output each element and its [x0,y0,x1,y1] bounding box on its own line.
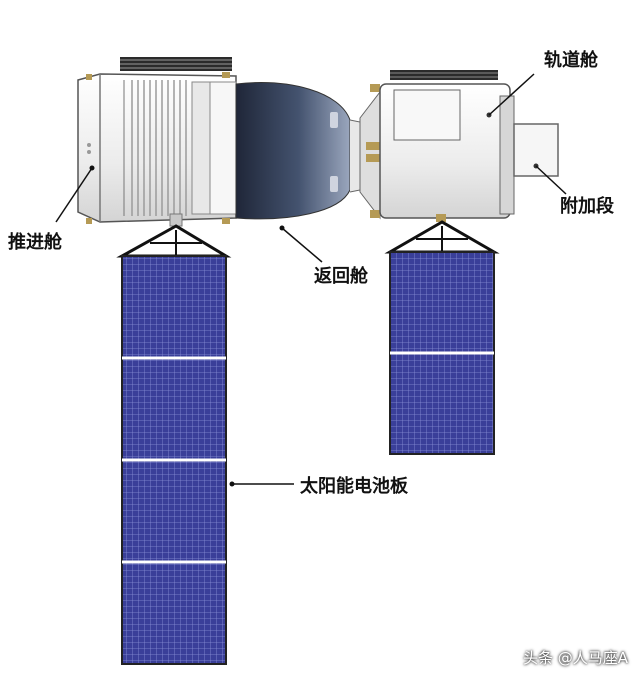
propulsion-module-label: 推进舱 [8,232,62,252]
watermark: 头条 @人马座A [522,649,628,667]
right-solar-panel [384,220,500,455]
additional-segment [513,123,559,177]
solar-panel-label: 太阳能电池板 [300,476,408,496]
additional-segment-label: 附加段 [560,196,614,216]
reentry-module-label: 返回舱 [314,266,368,286]
orbital-module [379,70,515,222]
left-solar-panel [116,224,232,665]
docking-adapter [359,84,381,220]
orbital-module-label: 轨道舱 [544,50,598,70]
reentry-module [235,82,361,220]
propulsion-module [77,57,237,227]
leader-lines [55,73,567,485]
